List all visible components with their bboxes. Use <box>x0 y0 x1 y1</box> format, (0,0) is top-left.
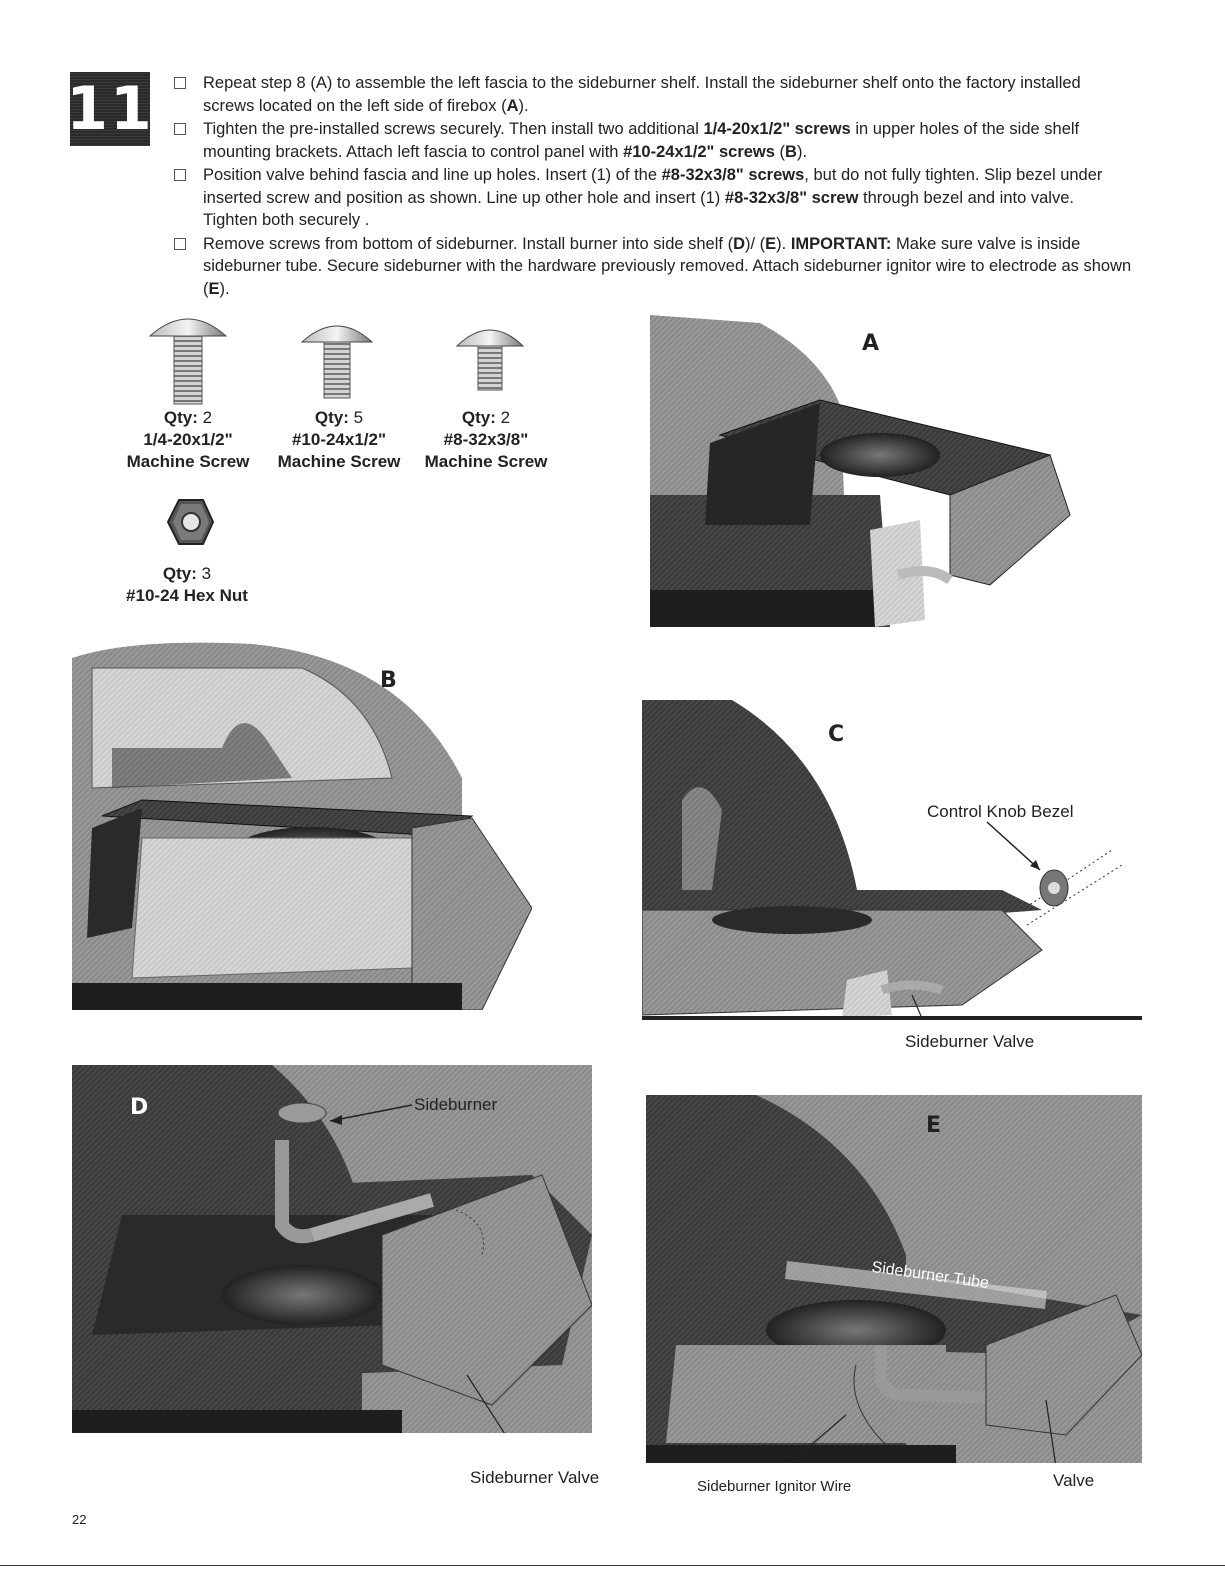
illustration-panel-a: A <box>650 315 1085 627</box>
instruction-text: through bezel and into valve. Tighten bo… <box>203 188 1074 230</box>
panel-letter: B <box>380 668 397 693</box>
instruction-text: ). <box>796 142 808 161</box>
hex-nut-icon <box>166 499 215 545</box>
instruction-text: Position valve behind fascia and line up… <box>203 166 662 184</box>
checkbox-icon <box>174 237 186 250</box>
instruction-text: ). <box>219 279 230 298</box>
instruction-text: E <box>208 279 220 298</box>
panel-letter: E <box>926 1113 942 1138</box>
illustration-panel-c: C Control Knob Bezel <box>642 700 1142 1020</box>
page-number: 22 <box>72 1512 87 1527</box>
instruction-text: ). <box>518 96 529 115</box>
callout-label: Valve <box>1053 1471 1095 1490</box>
callout-label: Sideburner Valve <box>470 1468 600 1487</box>
instruction-text: IMPORTANT: <box>790 234 892 253</box>
callout-label: Control Knob Bezel <box>927 802 1074 821</box>
part-label: Qty: 5 #10-24x1/2" Machine Screw <box>277 408 401 471</box>
machine-screw-icon <box>148 318 228 405</box>
panel-letter: C <box>828 722 845 747</box>
checkbox-icon <box>174 77 186 89</box>
instruction-text: Tighten the pre-installed screws securel… <box>203 120 704 138</box>
instruction-text: ( <box>774 142 786 161</box>
instruction-text: 1/4-20x1/2" screws <box>703 120 851 138</box>
instruction-text: #8-32x3/8" screw <box>724 188 859 207</box>
illustration-panel-b: B <box>72 638 532 1010</box>
instruction-text: Repeat step 8 (A) to assemble the left f… <box>203 74 1081 115</box>
instruction-text: #8-32x3/8" screws <box>661 166 805 184</box>
instruction-text: in upper holes of the side shelf mountin… <box>203 120 1080 161</box>
illustration-panel-d: D Sideburner <box>72 1065 592 1433</box>
instruction-text: A <box>506 96 519 115</box>
instruction-item: Tighten the pre-installed screws securel… <box>172 118 1132 163</box>
instruction-item: Repeat step 8 (A) to assemble the left f… <box>172 72 1132 117</box>
panel-letter: D <box>130 1095 149 1120</box>
instruction-text: D <box>733 234 745 253</box>
instruction-text: E <box>765 234 777 253</box>
page-divider <box>0 1565 1225 1566</box>
instruction-text: , but do not fully tighten. Slip bezel u… <box>203 166 1103 207</box>
instruction-text: Remove screws from bottom of sideburner.… <box>203 234 734 253</box>
part-label: Qty: 2 #8-32x3/8" Machine Screw <box>424 408 548 471</box>
machine-screw-icon <box>455 329 525 391</box>
part-label: Qty: 3 #10-24 Hex Nut <box>126 564 248 605</box>
checkbox-icon <box>174 123 186 135</box>
illustration-panel-e: E Sideburner Tube <box>646 1095 1142 1463</box>
panel-letter: A <box>862 331 880 356</box>
part-label: Qty: 2 1/4-20x1/2" Machine Screw <box>126 408 250 471</box>
instruction-text: Make sure valve is inside sideburner tub… <box>203 234 1132 298</box>
instruction-list: Repeat step 8 (A) to assemble the left f… <box>172 72 1132 300</box>
instruction-item: Position valve behind fascia and line up… <box>172 164 1132 232</box>
machine-screw-icon <box>300 325 374 399</box>
callout-label: Sideburner <box>414 1095 498 1114</box>
instruction-text: B <box>785 142 797 161</box>
callout-label: Sideburner Valve <box>905 1032 1035 1051</box>
instruction-text: ). <box>776 234 791 253</box>
instruction-text: )/ ( <box>744 234 766 253</box>
instruction-item: Remove screws from bottom of sideburner.… <box>172 233 1132 301</box>
callout-label: Sideburner Ignitor Wire <box>697 1478 852 1495</box>
checkbox-icon <box>174 169 186 181</box>
instruction-text: #10-24x1/2" screws <box>623 142 775 161</box>
step-number-badge: 11 <box>66 72 154 146</box>
